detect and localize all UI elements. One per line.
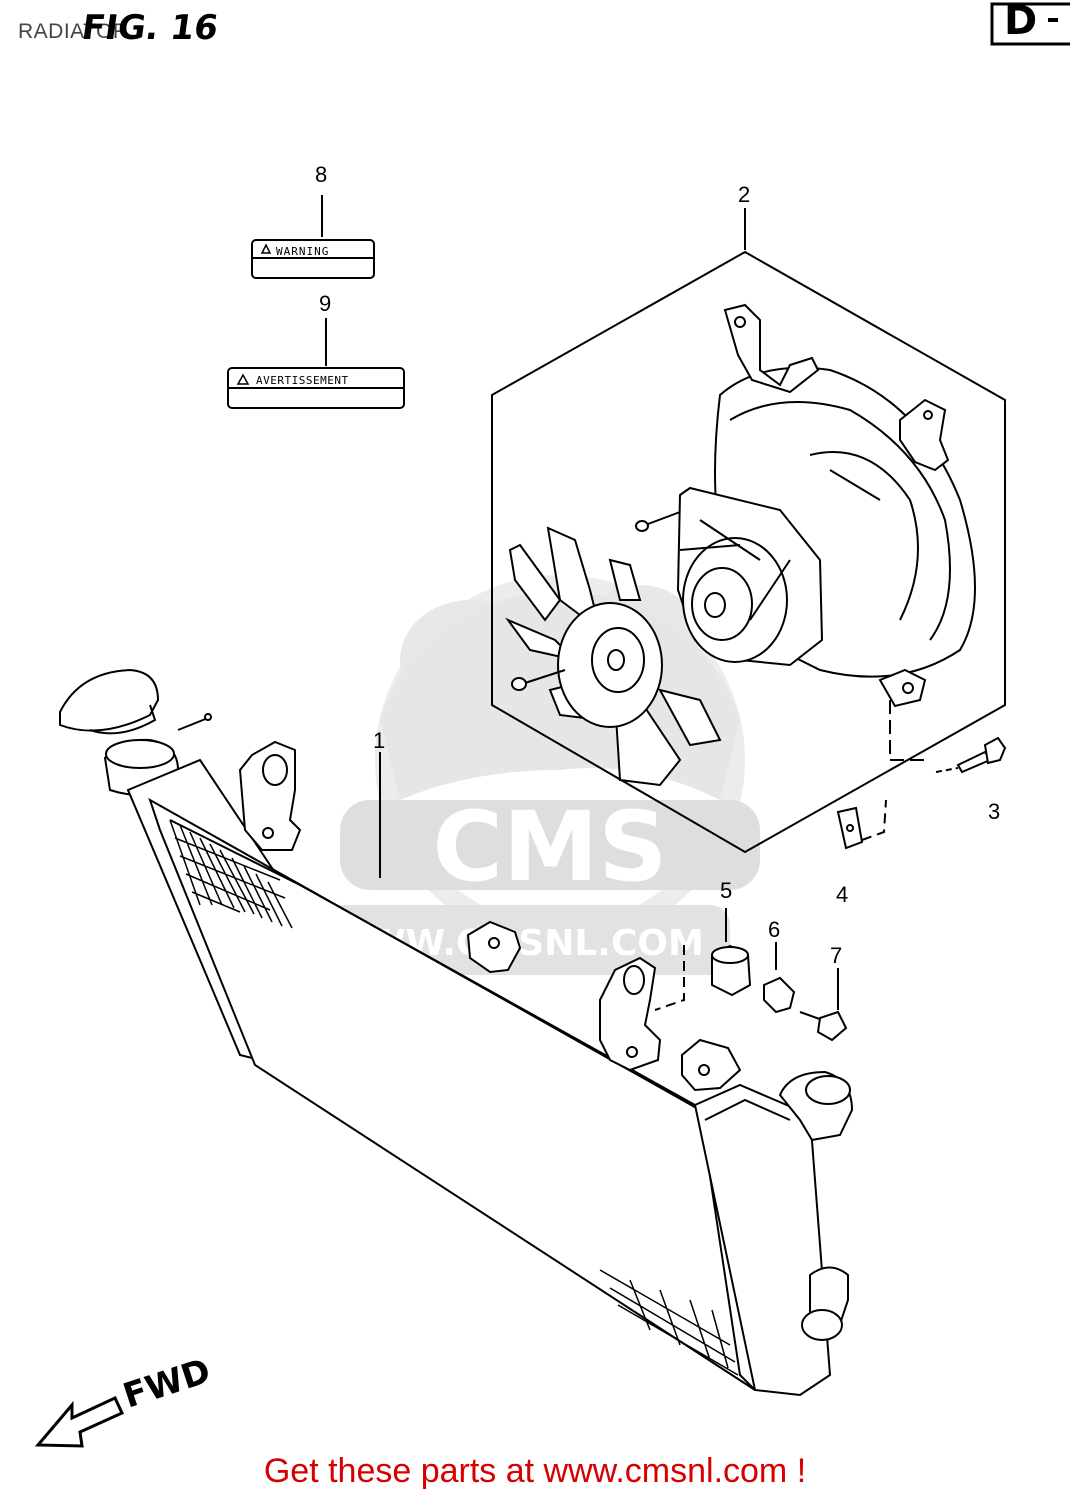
warning-label-part: [251, 195, 375, 279]
blade-screw: [511, 669, 566, 691]
callout-7: 7: [830, 943, 842, 968]
callout-6: 6: [768, 917, 780, 942]
radiator: [103, 738, 854, 1397]
section-code-box: D: [990, 0, 1070, 46]
page-title: RADIATOR: [18, 20, 129, 43]
fan-assembly-boundary: [491, 208, 1006, 854]
radiator-fins: [169, 819, 739, 1376]
figure-number: FIG. 16: [79, 8, 221, 48]
avertissement-label-text: AVERTISSEMENT: [256, 374, 349, 387]
bolt-3: [935, 736, 1007, 774]
callout-4: 4: [836, 882, 848, 907]
fan-blade: [505, 526, 722, 787]
avertissement-label-part: [227, 318, 405, 409]
callout-9: 9: [319, 291, 331, 316]
forward-arrow: [34, 1396, 125, 1448]
grommet-5: [654, 908, 752, 1011]
fan-motor: [676, 486, 824, 667]
callout-1: 1: [373, 728, 385, 753]
section-code: D: [1004, 0, 1037, 44]
footer-link[interactable]: Get these parts at www.cmsnl.com !: [263, 1452, 807, 1490]
forward-label: FWD: [118, 1351, 215, 1417]
radiator-cap: [59, 668, 212, 735]
collar-6: [763, 942, 796, 1014]
callout-5: 5: [720, 878, 732, 903]
watermark-brand: CMS: [432, 791, 667, 903]
clip-4: [836, 799, 887, 850]
callout-2: 2: [738, 182, 750, 207]
callout-3: 3: [988, 799, 1000, 824]
warning-label-text: WARNING: [276, 245, 329, 258]
callout-8: 8: [315, 162, 327, 187]
motor-screw: [635, 511, 681, 532]
bolt-7: [799, 968, 848, 1042]
